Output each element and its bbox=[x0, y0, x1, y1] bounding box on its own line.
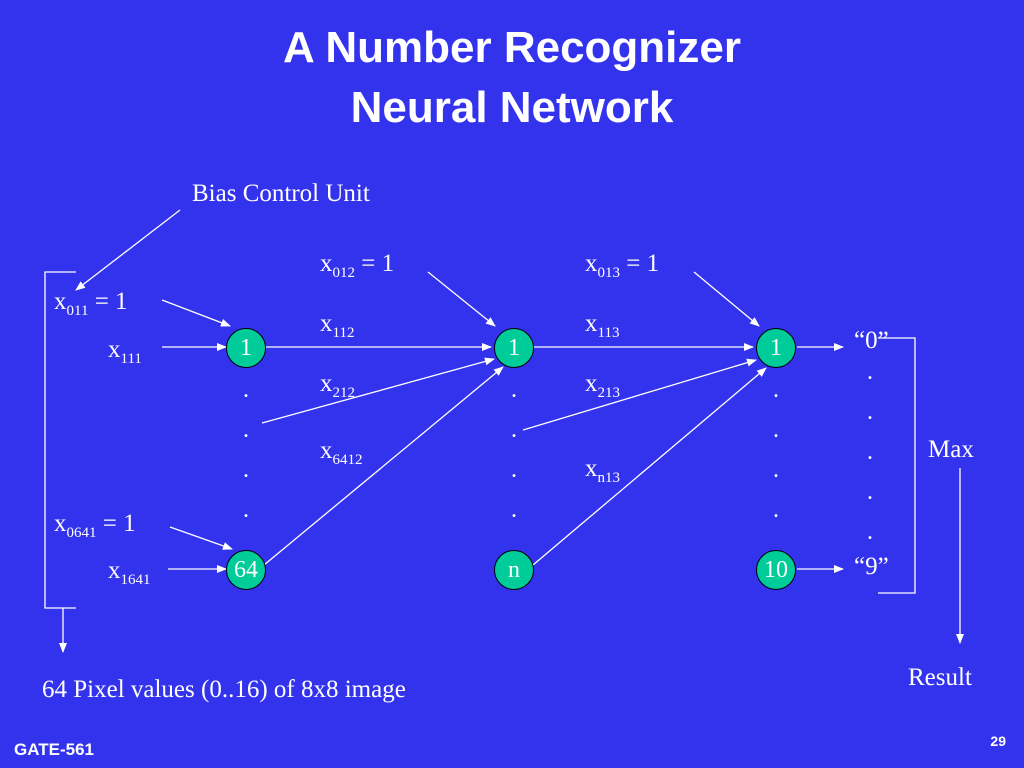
input-x012: x012 = 1 bbox=[320, 250, 395, 281]
dot: . bbox=[773, 417, 779, 443]
input-bracket bbox=[44, 271, 76, 609]
dot: . bbox=[773, 457, 779, 483]
bias-pointer-arrow bbox=[75, 209, 181, 291]
slide-page-number: 29 bbox=[990, 733, 1006, 749]
output-last-label: “9” bbox=[854, 553, 889, 580]
dot: . bbox=[511, 457, 517, 483]
edge-x013-to-node-1 bbox=[693, 271, 760, 327]
layer3-node-top: 1 bbox=[756, 328, 796, 368]
edge-x0641-to-node-64 bbox=[169, 526, 233, 550]
layer2-node-bottom: n bbox=[494, 550, 534, 590]
edge-node-64-to-layer2-node-1 bbox=[263, 366, 504, 566]
input-x212: x212 bbox=[320, 370, 355, 401]
input-x113: x113 bbox=[585, 310, 620, 341]
dot: . bbox=[243, 377, 249, 403]
input-x111: x111 bbox=[108, 336, 142, 367]
title-line-2: Neural Network bbox=[350, 83, 674, 132]
layer3-node-bottom: 10 bbox=[756, 550, 796, 590]
max-label: Max bbox=[928, 436, 974, 463]
output-ellipsis: . . . . . bbox=[860, 352, 880, 552]
input-x0641: x0641 = 1 bbox=[54, 510, 136, 541]
dot: . bbox=[511, 497, 517, 523]
max-bracket bbox=[878, 337, 916, 594]
layer3-ellipsis: . . . . bbox=[766, 370, 786, 530]
input-x011: x011 = 1 bbox=[54, 288, 128, 319]
input-x213: x213 bbox=[585, 370, 620, 401]
input-xn13: xn13 bbox=[585, 455, 620, 486]
layer1-node-bottom: 64 bbox=[226, 550, 266, 590]
dot: . bbox=[511, 417, 517, 443]
slide-title: A Number Recognizer Neural Network bbox=[0, 18, 1024, 138]
edge-x213-to-layer3-node-1 bbox=[522, 358, 757, 431]
input-x1641: x1641 bbox=[108, 557, 151, 588]
footer-course-code: GATE-561 bbox=[14, 740, 94, 759]
result-label: Result bbox=[908, 664, 972, 691]
dot: . bbox=[867, 479, 873, 505]
dot: . bbox=[867, 399, 873, 425]
layer1-ellipsis: . . . . bbox=[236, 370, 256, 530]
title-line-1: A Number Recognizer bbox=[282, 23, 741, 72]
input-x013: x013 = 1 bbox=[585, 250, 660, 281]
layer2-node-top: 1 bbox=[494, 328, 534, 368]
layer1-node-top: 1 bbox=[226, 328, 266, 368]
pixel-values-caption: 64 Pixel values (0..16) of 8x8 image bbox=[42, 676, 406, 703]
output-first-label: “0” bbox=[854, 327, 889, 354]
dot: . bbox=[773, 497, 779, 523]
input-x112: x112 bbox=[320, 310, 355, 341]
dot: . bbox=[867, 359, 873, 385]
input-x6412: x6412 bbox=[320, 437, 363, 468]
edge-node-n-to-layer3-node-1 bbox=[532, 367, 767, 566]
bias-control-unit-label: Bias Control Unit bbox=[192, 180, 370, 207]
dot: . bbox=[243, 457, 249, 483]
dot: . bbox=[773, 377, 779, 403]
dot: . bbox=[867, 439, 873, 465]
dot: . bbox=[243, 417, 249, 443]
dot: . bbox=[243, 497, 249, 523]
edge-x212-to-layer2-node-1 bbox=[261, 357, 495, 424]
layer2-ellipsis: . . . . bbox=[504, 370, 524, 530]
dot: . bbox=[867, 519, 873, 545]
dot: . bbox=[511, 377, 517, 403]
edge-x011-to-node-1 bbox=[161, 299, 231, 327]
edge-x012-to-node-1 bbox=[427, 271, 496, 327]
